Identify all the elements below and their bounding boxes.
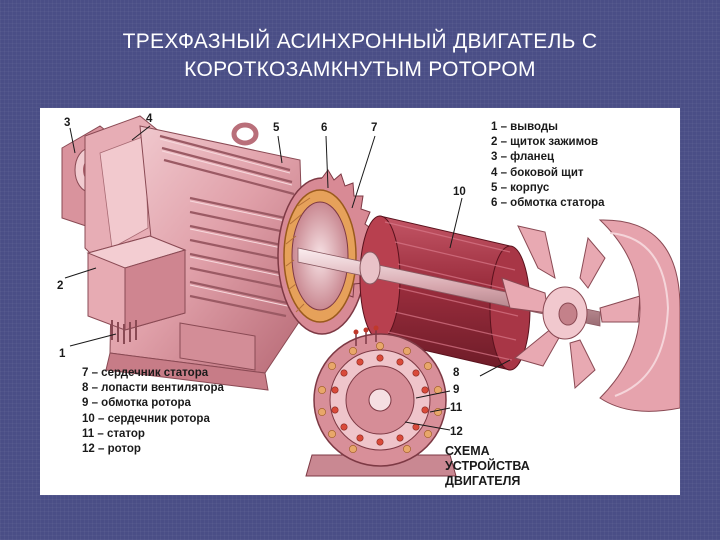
motor-illustration-panel: 3 4 5 6 7 10 2 1 8 9 11 12 1 – выводы 2 …	[40, 108, 680, 495]
scheme-caption: СХЕМА УСТРОЙСТВА ДВИГАТЕЛЯ	[445, 444, 530, 489]
legend-item: 8 – лопасти вентилятора	[82, 382, 224, 395]
callout-10: 10	[453, 186, 466, 198]
terminal-leads	[111, 320, 137, 344]
legend-item: 12 – ротор	[82, 443, 141, 456]
fan	[501, 225, 641, 390]
legend-bottom: 7 – сердечник статора 8 – лопасти вентил…	[82, 366, 224, 457]
callout-6: 6	[321, 122, 328, 134]
scheme-caption-line-2: УСТРОЙСТВА	[445, 459, 530, 473]
legend-item: 5 – корпус	[491, 181, 550, 194]
side-shield	[84, 115, 161, 274]
legend-item: 11 – статор	[82, 427, 145, 440]
scheme-caption-line-3: ДВИГАТЕЛЯ	[445, 474, 521, 488]
legend-item: 6 – обмотка статора	[491, 197, 605, 210]
legend-item: 10 – сердечник ротора	[82, 412, 210, 425]
rotor-bars-ring	[331, 354, 429, 446]
legend-item: 3 – фланец	[491, 151, 555, 164]
callout-5: 5	[273, 122, 280, 134]
slide-title: ТРЕХФАЗНЫЙ АСИНХРОННЫЙ ДВИГАТЕЛЬ С КОРОТ…	[0, 28, 720, 84]
callout-2: 2	[57, 280, 64, 292]
slide-title-line-2: КОРОТКОЗАМКНУТЫМ РОТОРОМ	[184, 58, 536, 81]
legend-item: 1 – выводы	[491, 121, 558, 133]
motor-foot	[105, 352, 269, 391]
fan-blades	[501, 225, 641, 390]
callout-12: 12	[450, 426, 463, 438]
terminal-box	[86, 235, 187, 331]
fan-cover	[598, 219, 680, 412]
legend-item: 4 – боковой щит	[491, 166, 584, 179]
legend-item: 9 – обмотка ротора	[82, 397, 191, 410]
callout-3: 3	[64, 117, 71, 129]
motor-illustration	[61, 115, 680, 477]
callout-11: 11	[450, 402, 463, 414]
callout-7: 7	[371, 122, 378, 134]
callout-8: 8	[453, 367, 460, 379]
stator-slots-ring	[318, 342, 442, 453]
legend-top: 1 – выводы 2 – щиток зажимов 3 – фланец …	[491, 120, 605, 211]
scheme-caption-line-1: СХЕМА	[445, 444, 490, 458]
cross-section-scheme	[305, 325, 457, 477]
callout-4: 4	[146, 113, 153, 125]
callout-9: 9	[453, 384, 460, 396]
legend-item: 7 – сердечник статора	[82, 367, 209, 379]
lifting-eye	[231, 122, 259, 146]
scheme-terminals	[355, 330, 377, 346]
legend-item: 2 – щиток зажимов	[491, 136, 599, 149]
callout-1: 1	[59, 348, 66, 360]
slide-title-line-1: ТРЕХФАЗНЫЙ АСИНХРОННЫЙ ДВИГАТЕЛЬ С	[122, 30, 598, 53]
stator-housing	[61, 115, 374, 391]
leader-lines	[64, 125, 511, 431]
